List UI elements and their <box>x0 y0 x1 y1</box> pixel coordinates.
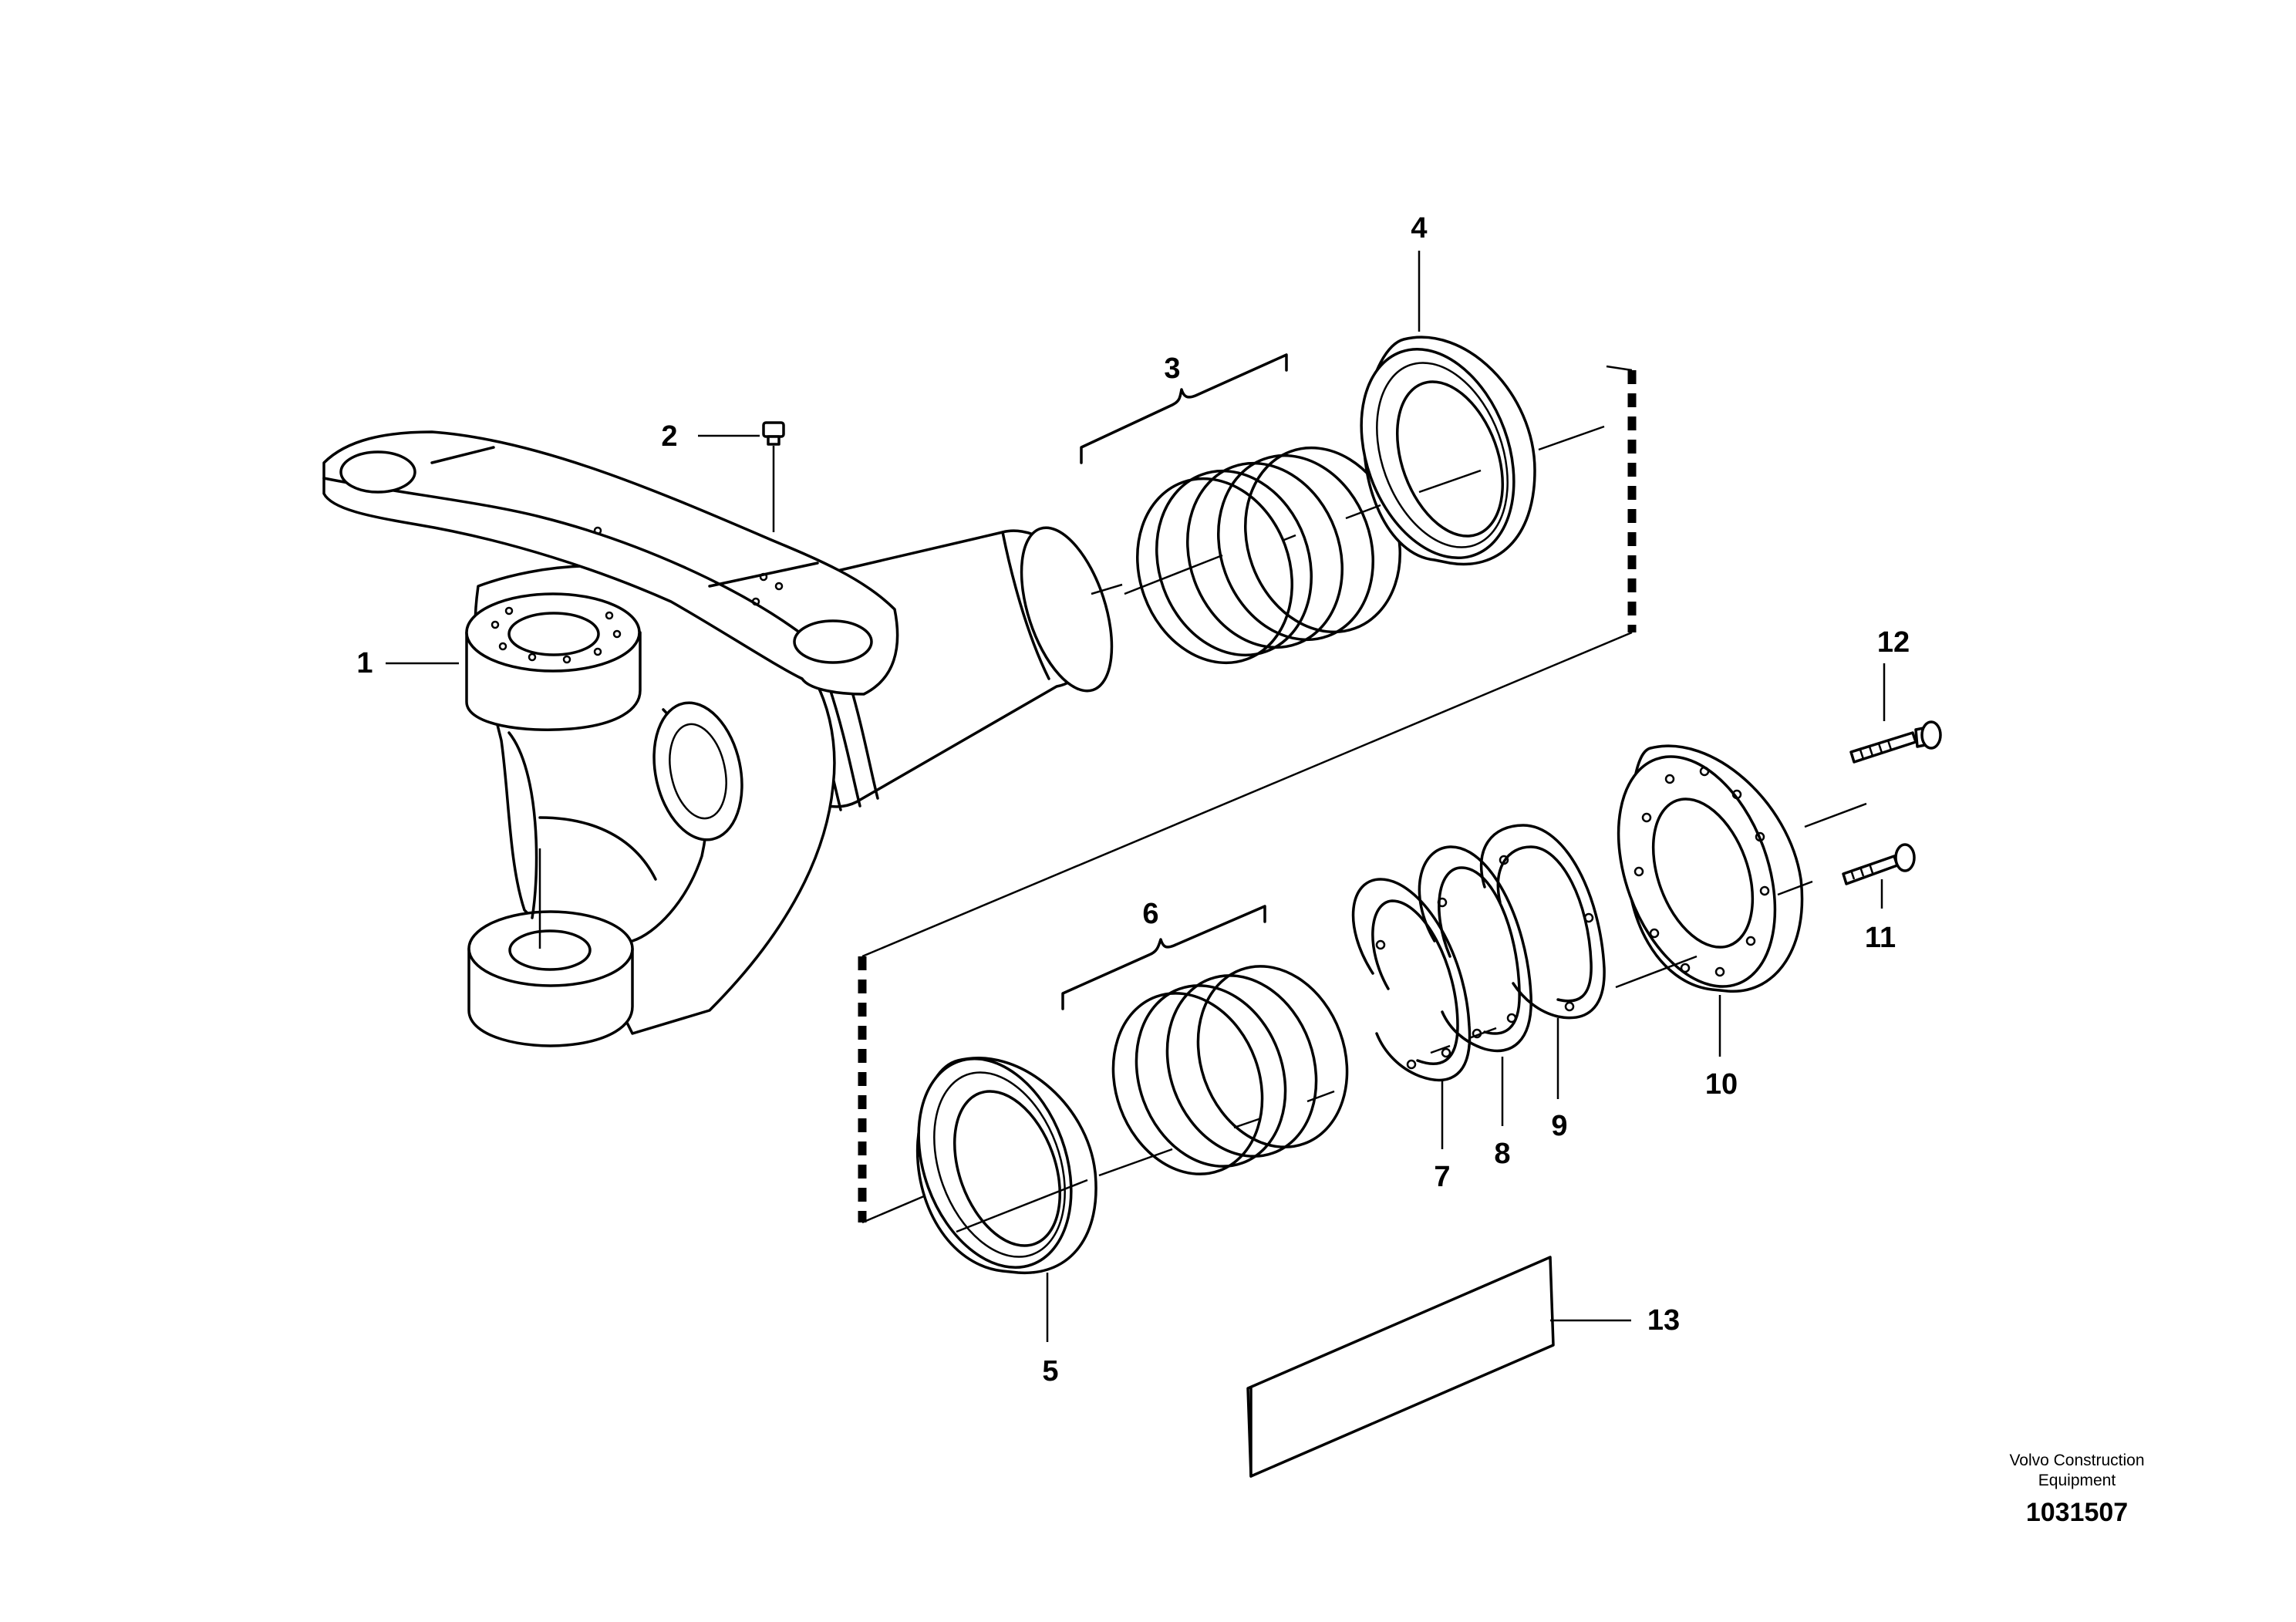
bearing-rings-upper <box>1136 446 1401 665</box>
seal-lower <box>915 1057 1097 1274</box>
callout-4: 4 <box>1411 212 1427 244</box>
drawing-number: 1031507 <box>2026 1498 2128 1527</box>
callout-13: 13 <box>1647 1304 1680 1337</box>
steering-knuckle <box>322 430 1114 1047</box>
callout-2: 2 <box>661 420 677 453</box>
bolt-12 <box>1849 720 1942 764</box>
callout-12: 12 <box>1877 626 1910 659</box>
callout-10: 10 <box>1705 1068 1738 1101</box>
callout-3: 3 <box>1164 352 1180 385</box>
shim-ring-7 <box>1351 878 1472 1082</box>
shim-ring-8 <box>1418 845 1532 1053</box>
shim-ring-9 <box>1479 824 1606 1020</box>
bracket-6 <box>1061 905 1266 1010</box>
brand-line-2: Equipment <box>2038 1472 2116 1489</box>
callout-11: 11 <box>1865 922 1896 954</box>
bracket-3 <box>1080 353 1288 464</box>
bearing-rings-lower <box>1111 965 1349 1175</box>
callout-1: 1 <box>356 647 373 679</box>
callout-7: 7 <box>1434 1161 1450 1193</box>
callout-8: 8 <box>1494 1138 1510 1170</box>
bolt-11 <box>1842 843 1916 885</box>
grease-nipple <box>762 421 785 532</box>
seal-upper <box>1360 336 1536 566</box>
callout-9: 9 <box>1551 1110 1567 1142</box>
sealing-strip <box>1246 1256 1555 1478</box>
callout-5: 5 <box>1042 1355 1058 1388</box>
break-frame <box>858 365 1637 1224</box>
cover-flange <box>1617 744 1804 993</box>
brand-line-1: Volvo Construction <box>2009 1452 2144 1469</box>
callout-6: 6 <box>1142 898 1158 930</box>
